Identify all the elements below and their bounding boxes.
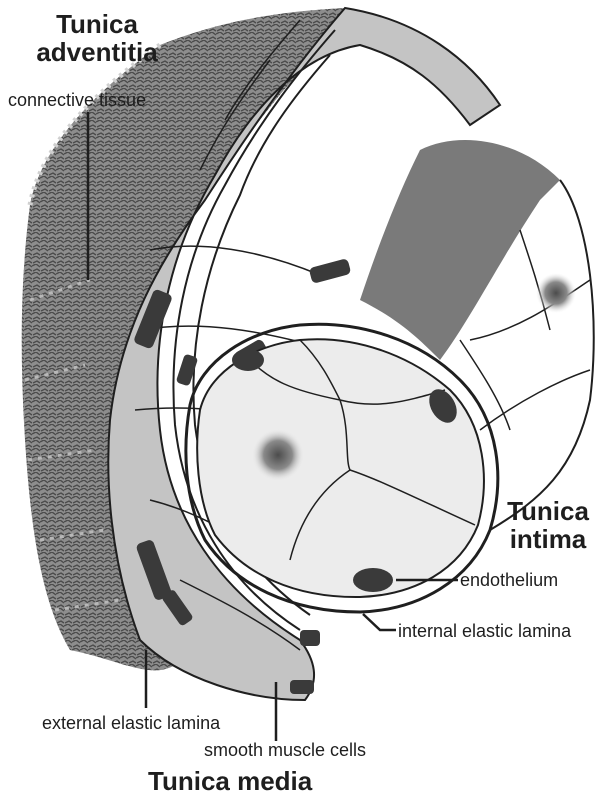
endothelium-label: endothelium	[460, 570, 558, 590]
connective-tissue-label: connective tissue	[8, 90, 146, 110]
tunica-adventitia-title: Tunica adventitia	[32, 10, 162, 66]
tunica-intima-title: Tunica intima	[498, 497, 598, 553]
external-elastic-lamina-label: external elastic lamina	[42, 713, 220, 733]
internal-elastic-lamina-leader	[363, 614, 396, 630]
tunica-media-title: Tunica media	[148, 767, 312, 795]
internal-elastic-lamina-label: internal elastic lamina	[398, 621, 571, 641]
smooth-muscle-cells-label: smooth muscle cells	[204, 740, 366, 760]
cut-face	[360, 140, 560, 360]
